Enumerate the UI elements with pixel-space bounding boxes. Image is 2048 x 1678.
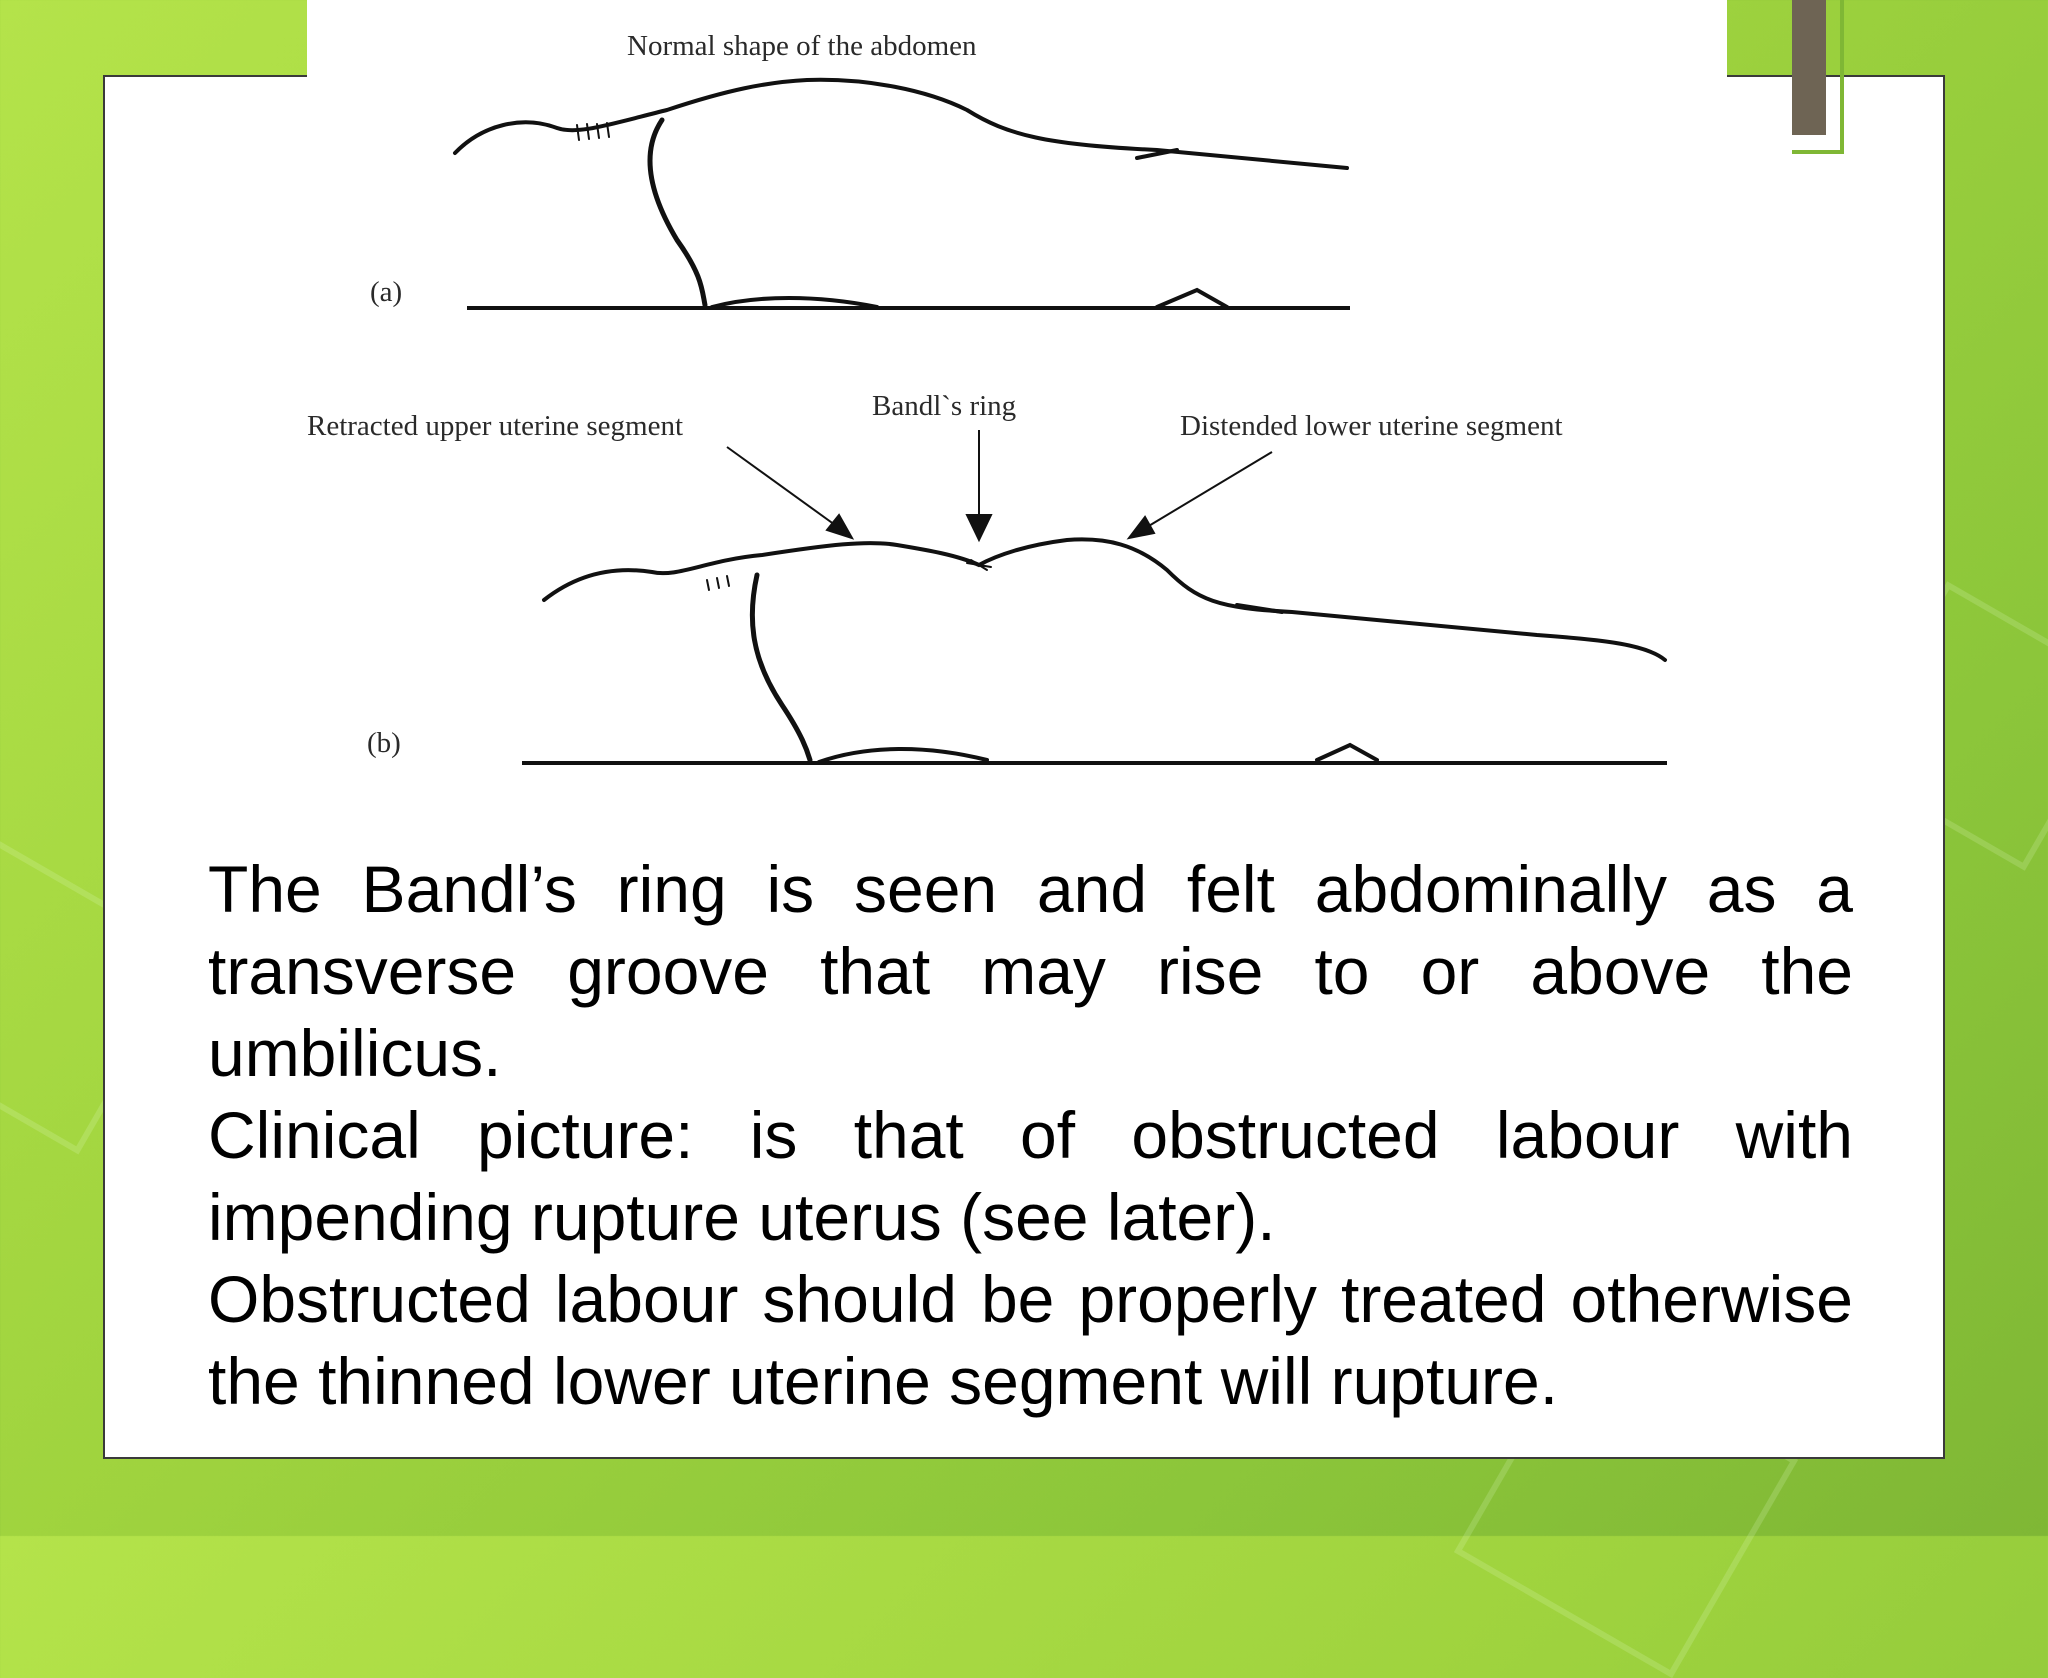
figure-title: Normal shape of the abdomen: [627, 30, 977, 62]
figure-a-outline: [453, 77, 1349, 309]
bandls-ring-label: Bandl`s ring: [872, 390, 1016, 422]
paragraph-clinical-picture: Clinical picture: is that of obstructed …: [208, 1098, 1853, 1254]
abdomen-figure: Normal shape of the abdomen (a) Retracte…: [307, 0, 1727, 790]
abdomen-diagram: Normal shape of the abdomen (a) Retracte…: [307, 30, 1667, 765]
figure-b-label: (b): [367, 727, 401, 759]
paragraph-obstructed-labour: Obstructed labour should be properly tre…: [208, 1262, 1853, 1418]
retracted-segment-label: Retracted upper uterine segment: [307, 410, 683, 442]
slide-body-text: The Bandl’s ring is seen and felt abdomi…: [208, 848, 1853, 1422]
distended-segment-label: Distended lower uterine segment: [1180, 410, 1563, 442]
corner-accent-line: [1792, 150, 1844, 154]
figure-b-outline: [542, 537, 1667, 764]
paragraph-bandls-ring: The Bandl’s ring is seen and felt abdomi…: [208, 852, 1853, 1090]
pointer-arrows: [726, 430, 1273, 543]
figure-a-label: (a): [370, 276, 402, 308]
corner-accent-line: [1840, 0, 1844, 153]
corner-accent-bar: [1792, 0, 1826, 135]
